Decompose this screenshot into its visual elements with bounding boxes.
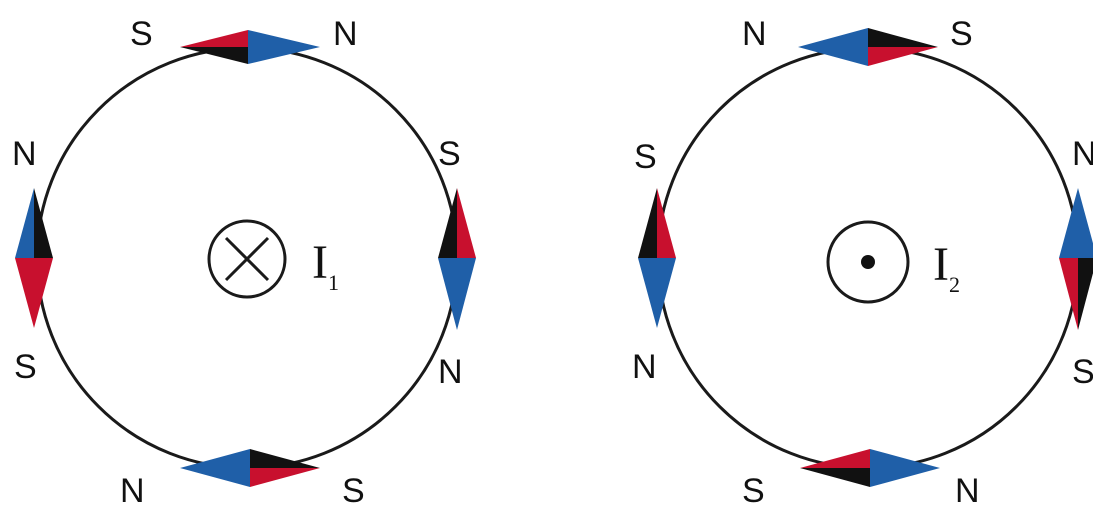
pole-label: N [12,135,37,173]
current-label-i1: I1 [312,236,339,295]
current-out-of-page-icon [826,220,910,304]
pole-label: S [634,138,657,176]
pole-label: N [955,472,980,507]
pole-label: N [632,348,657,386]
pole-label: S [130,15,153,53]
pole-label: S [742,472,765,507]
compass-needle-left-right-circle [638,188,676,328]
compass-needle-right-right-circle [1059,188,1093,330]
pole-label: S [950,15,973,53]
compass-needle-bottom-right-circle [800,449,940,487]
current-label-i2: I2 [933,238,960,297]
pole-label: S [14,348,37,386]
compass-needle-bottom-left-circle [180,449,320,487]
pole-label: N [438,353,463,391]
current-into-page-icon [207,219,287,299]
pole-label: S [342,472,365,507]
compass-needle-left-left-circle [15,188,53,328]
compass-needle-top-right-circle [798,28,938,66]
pole-label: N [742,15,767,53]
compass-needle-top-left-circle [180,30,320,64]
pole-label: N [333,15,358,53]
compass-needle-right-left-circle [438,188,476,330]
pole-label: N [1072,135,1093,173]
pole-label: S [1072,353,1093,391]
pole-label: S [438,135,461,173]
pole-label: N [120,472,145,507]
